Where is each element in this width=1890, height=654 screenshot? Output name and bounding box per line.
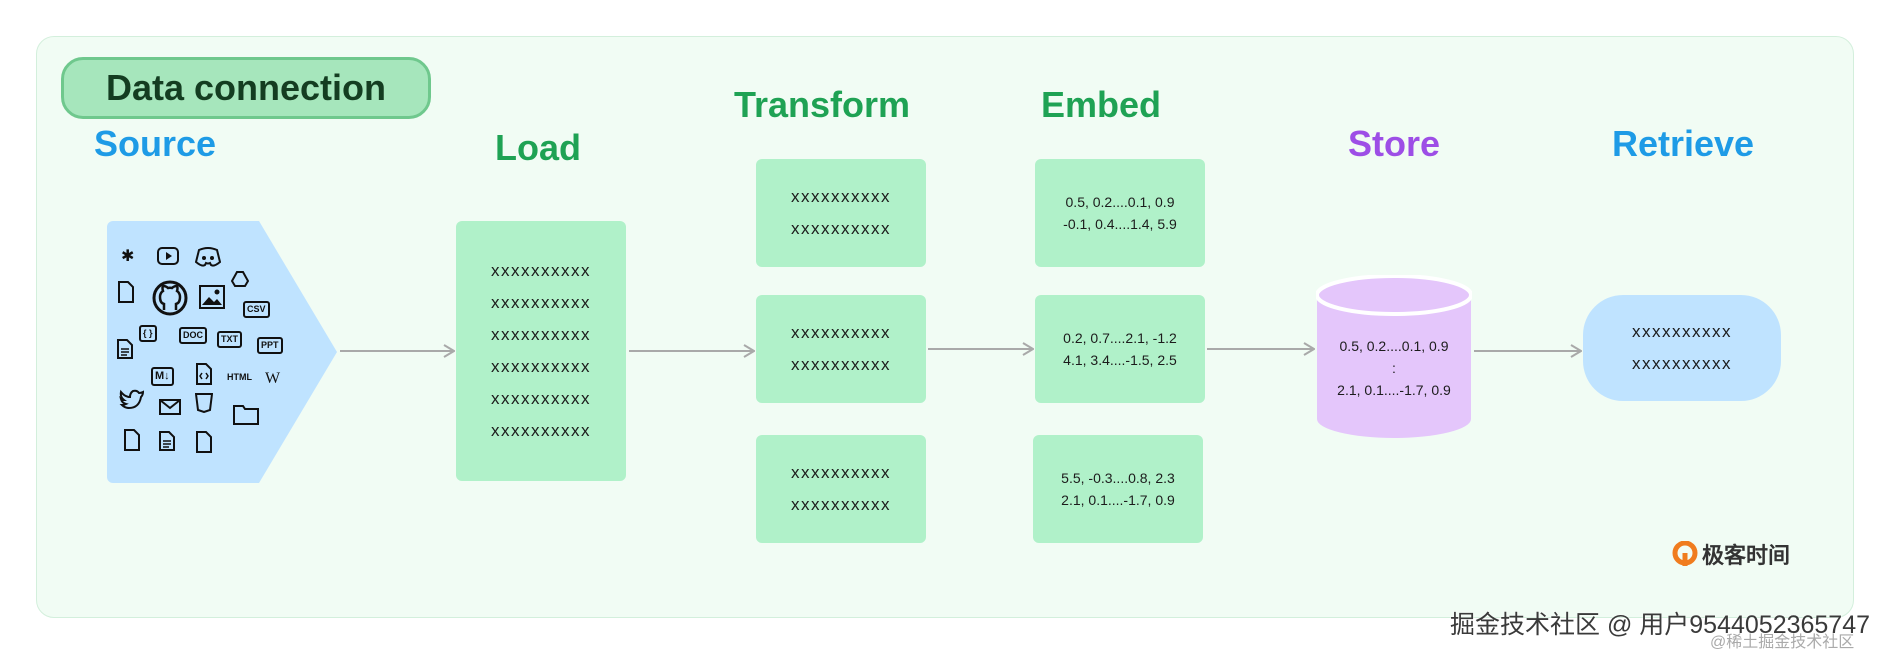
transform-chunk-3: xxxxxxxxxx xxxxxxxxxx <box>756 435 926 543</box>
load-line: xxxxxxxxxx <box>491 389 591 408</box>
store-line: 2.1, 0.1....-1.7, 0.9 <box>1337 382 1451 398</box>
embed-vector-1: 0.5, 0.2....0.1, 0.9 -0.1, 0.4....1.4, 5… <box>1035 159 1205 267</box>
txt-file-icon: TXT <box>217 331 242 348</box>
chunk-line: xxxxxxxxxx <box>791 463 891 482</box>
text-file-icon <box>159 431 175 451</box>
file-icon <box>196 431 212 453</box>
store-line: : <box>1392 360 1396 376</box>
brand-logo: 极客时间 <box>1672 538 1790 570</box>
chunk-line: xxxxxxxxxx <box>791 495 891 514</box>
css-icon <box>195 393 213 413</box>
email-icon <box>159 399 181 415</box>
brand-text: 极客时间 <box>1702 543 1791 568</box>
geektime-logo-icon <box>1672 541 1698 566</box>
github-icon <box>152 280 188 316</box>
store-line: 0.5, 0.2....0.1, 0.9 <box>1339 338 1449 354</box>
file-icon <box>118 281 134 303</box>
slack-icon: ✱ <box>121 248 135 265</box>
vector-line: 2.1, 0.1....-1.7, 0.9 <box>1061 492 1175 508</box>
data-connection-diagram: Data connection Source Load Transform Em… <box>36 36 1854 618</box>
doc-file-icon: DOC <box>179 327 207 344</box>
vector-line: 0.2, 0.7....2.1, -1.2 <box>1063 330 1177 346</box>
source-icon-grid: ✱ CSV { } DOC TXT PPT M↓ HTML W <box>107 221 307 483</box>
diagram-title: Data connection <box>61 57 431 119</box>
stage-label-load: Load <box>495 127 581 168</box>
stage-label-store: Store <box>1347 123 1441 164</box>
twitter-icon <box>119 389 145 410</box>
chunk-line: xxxxxxxxxx <box>791 355 891 374</box>
stage-label-embed: Embed <box>1040 84 1162 125</box>
youtube-icon <box>157 247 179 265</box>
load-line: xxxxxxxxxx <box>491 293 591 312</box>
html-icon: HTML <box>227 372 252 382</box>
watermark-text: 掘金技术社区 @ 用户9544052365747 <box>1450 611 1871 639</box>
json-file-icon: { } <box>139 325 157 342</box>
discord-icon <box>195 247 221 267</box>
folder-icon <box>233 405 259 425</box>
image-icon <box>199 285 225 309</box>
load-line: xxxxxxxxxx <box>491 357 591 376</box>
watermark-text-secondary: @稀土掘金技术社区 <box>1710 634 1855 651</box>
load-line: xxxxxxxxxx <box>491 261 591 280</box>
chunk-line: xxxxxxxxxx <box>791 323 891 342</box>
stage-label-transform: Transform <box>733 84 911 125</box>
embed-vector-3: 5.5, -0.3....0.8, 2.3 2.1, 0.1....-1.7, … <box>1033 435 1203 543</box>
chunk-line: xxxxxxxxxx <box>791 187 891 206</box>
load-document-box: xxxxxxxxxx xxxxxxxxxx xxxxxxxxxx xxxxxxx… <box>456 221 626 481</box>
retrieve-result-box: xxxxxxxxxx xxxxxxxxxx <box>1583 295 1781 401</box>
load-line: xxxxxxxxxx <box>491 325 591 344</box>
retrieve-line: xxxxxxxxxx <box>1632 354 1732 373</box>
transform-chunk-1: xxxxxxxxxx xxxxxxxxxx <box>756 159 926 267</box>
ppt-file-icon: PPT <box>257 337 283 354</box>
vector-store-cylinder <box>1316 275 1472 438</box>
stage-label-source: Source <box>93 123 217 164</box>
text-file-icon <box>117 339 133 359</box>
chunk-line: xxxxxxxxxx <box>791 219 891 238</box>
vector-line: 0.5, 0.2....0.1, 0.9 <box>1065 194 1175 210</box>
vector-line: -0.1, 0.4....1.4, 5.9 <box>1063 216 1177 232</box>
embed-vector-2: 0.2, 0.7....2.1, -1.2 4.1, 3.4....-1.5, … <box>1035 295 1205 403</box>
wikipedia-icon: W <box>265 370 281 387</box>
vector-line: 4.1, 3.4....-1.5, 2.5 <box>1063 352 1177 368</box>
vector-store-content: 0.5, 0.2....0.1, 0.9 : 2.1, 0.1....-1.7,… <box>1316 335 1472 401</box>
csv-file-icon: CSV <box>243 301 270 318</box>
load-line: xxxxxxxxxx <box>491 421 591 440</box>
retrieve-line: xxxxxxxxxx <box>1632 322 1732 341</box>
code-file-icon <box>196 363 212 385</box>
transform-chunk-2: xxxxxxxxxx xxxxxxxxxx <box>756 295 926 403</box>
file-icon <box>124 429 140 451</box>
stage-label-retrieve: Retrieve <box>1611 123 1755 164</box>
google-drive-icon <box>231 271 249 287</box>
markdown-file-icon: M↓ <box>151 367 174 386</box>
vector-line: 5.5, -0.3....0.8, 2.3 <box>1061 470 1175 486</box>
